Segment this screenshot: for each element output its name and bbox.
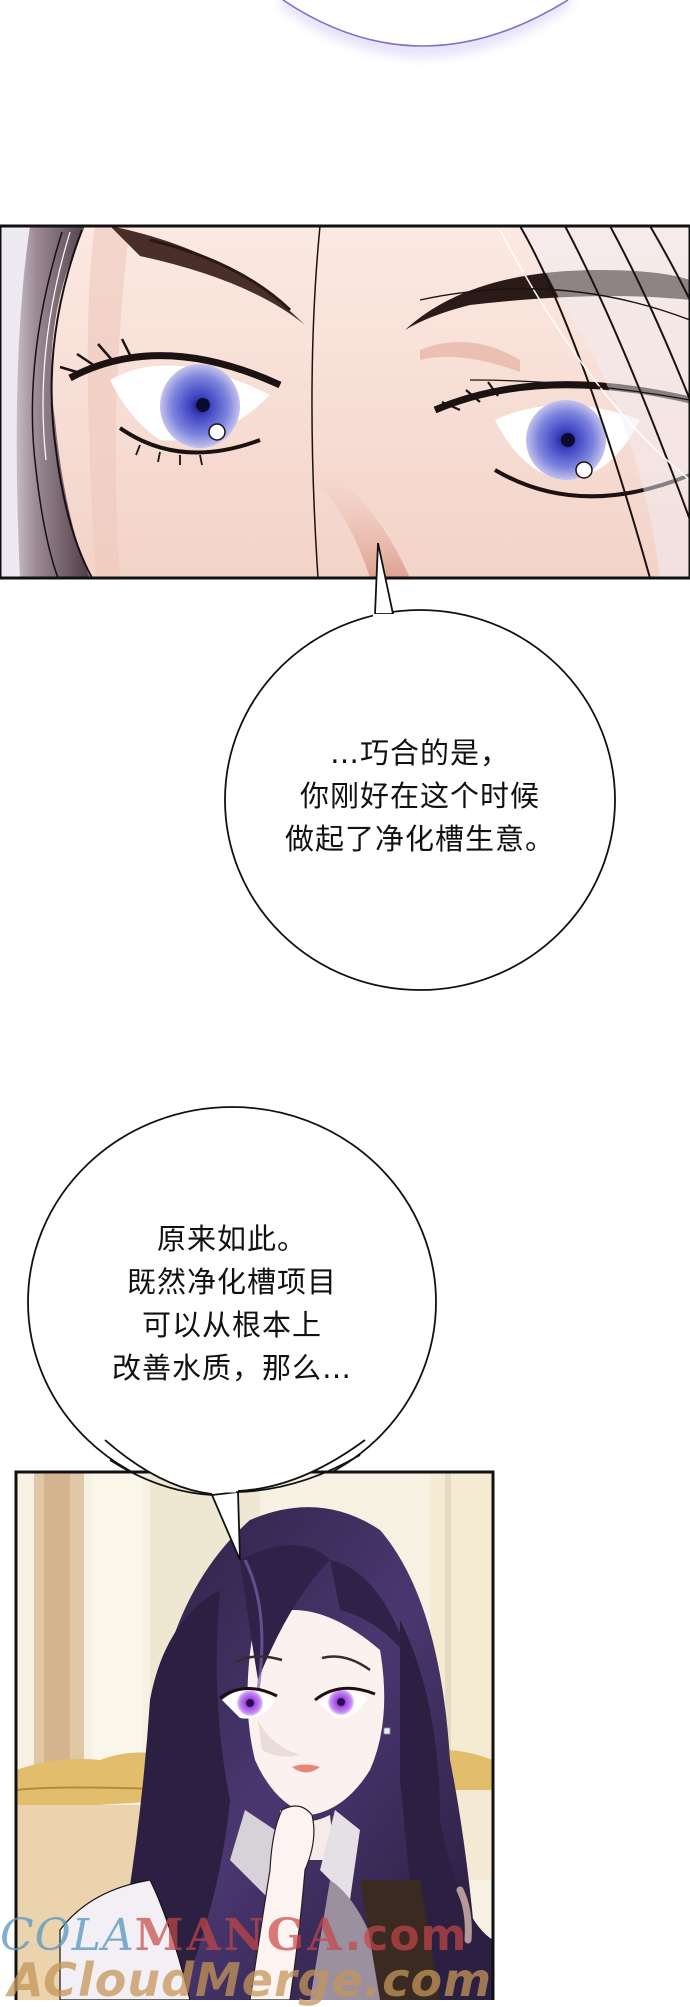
- watermark-colamanga: COLAMANGA.com: [0, 1910, 467, 1961]
- watermark-acloudmerge: ACloudMerge.com: [8, 1953, 493, 2007]
- speech-bubble-2-text: 原来如此。 既然净化槽项目 可以从根本上 改善水质，那么…: [62, 1218, 402, 1390]
- panel-woman: [16, 1472, 493, 2000]
- speech-bubble-1-text: …巧合的是， 你刚好在这个时候 做起了净化槽生意。: [245, 732, 595, 861]
- panel-eyes-border: [0, 224, 690, 580]
- bubble-2-line-3: 可以从根本上: [141, 1308, 322, 1342]
- watermark-manga: MANGA: [134, 1910, 345, 1961]
- bubble-1-line-3: 做起了净化槽生意。: [284, 822, 555, 856]
- top-bubble-fragment: [280, 0, 571, 55]
- bubble-2-line-2: 既然净化槽项目: [126, 1265, 337, 1299]
- woman-left-eye: [219, 1687, 278, 1719]
- bubble-1-line-2: 你刚好在这个时候: [299, 779, 540, 813]
- woman-right-eye: [314, 1686, 376, 1719]
- bubble-1-line-1: …巧合的是，: [329, 736, 510, 770]
- watermark-com: .com: [344, 1910, 468, 1961]
- panel-eyes: [0, 226, 690, 578]
- speech-bubble-1: [224, 542, 616, 991]
- bubble-2-line-1: 原来如此。: [156, 1222, 307, 1256]
- watermark-cola: COLA: [0, 1910, 135, 1961]
- left-eye: [59, 338, 282, 466]
- bubble-2-line-4: 改善水质，那么…: [111, 1351, 352, 1385]
